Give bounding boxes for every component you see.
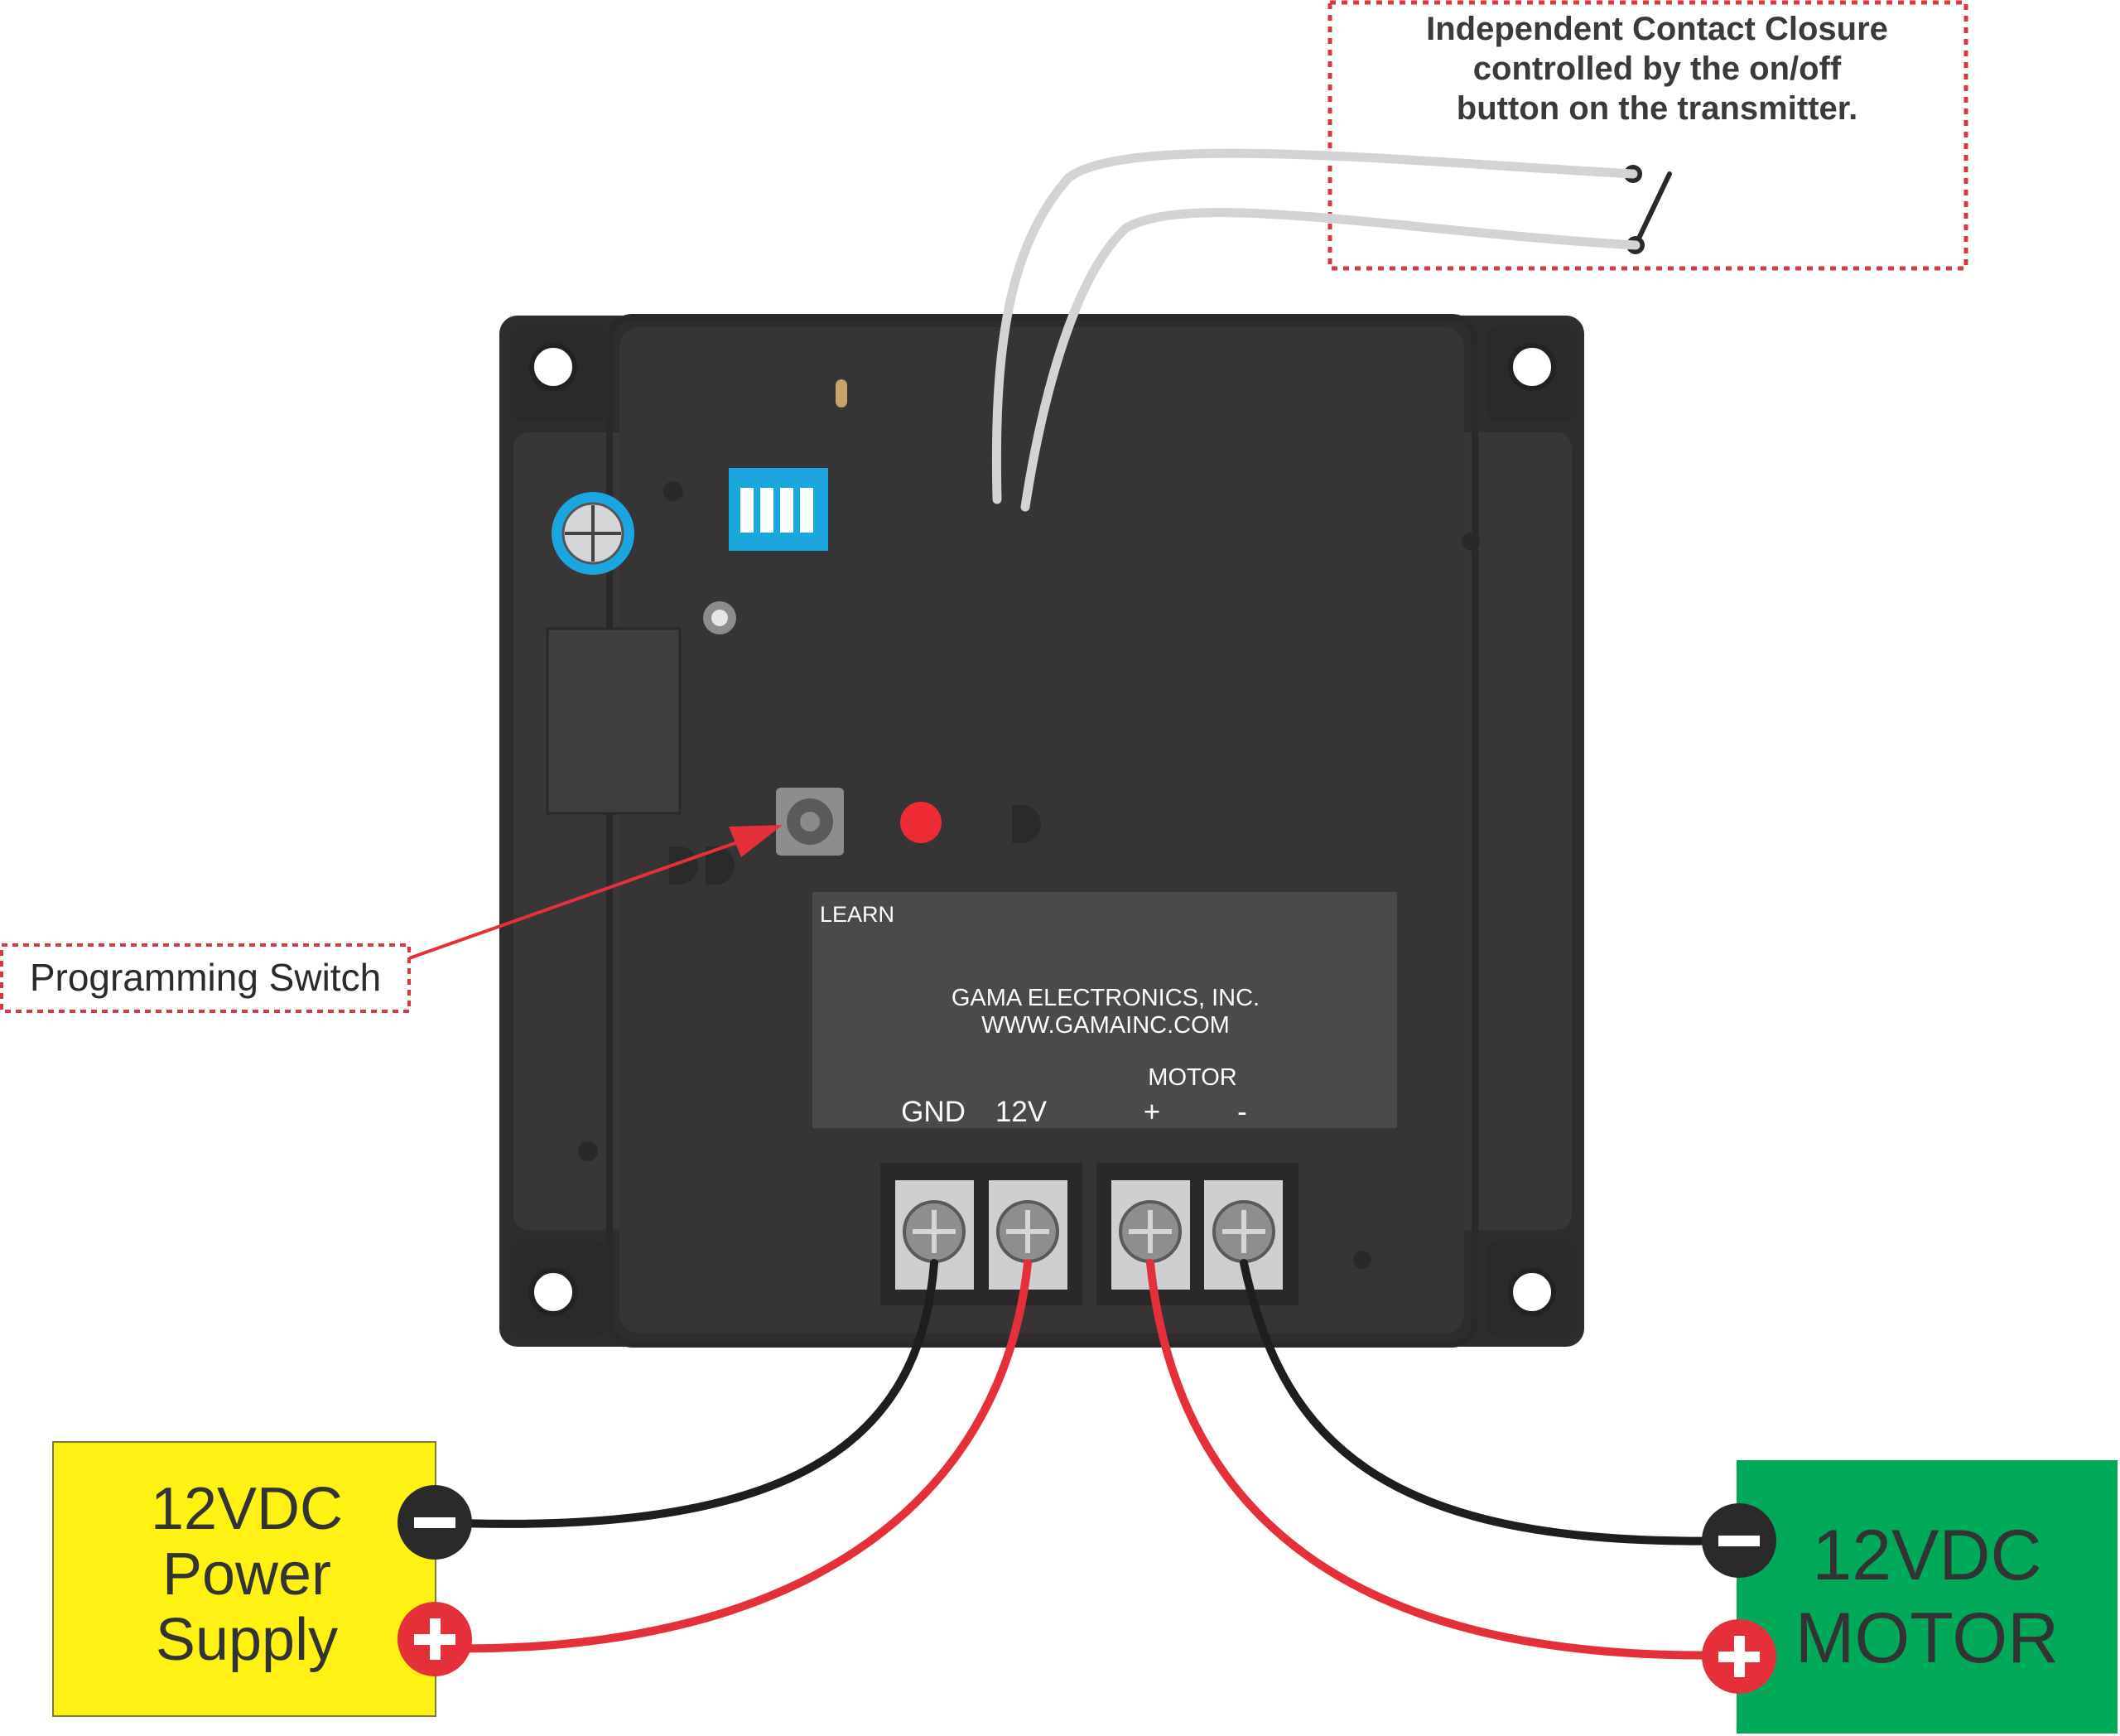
terminal-label-gnd: GND (901, 1096, 966, 1128)
mount-hole-bottom-left (529, 1268, 577, 1316)
motor-positive-terminal (1702, 1619, 1776, 1694)
d-component (1012, 805, 1041, 843)
terminal-label-motor-minus: - (1237, 1096, 1247, 1128)
contact-wire-bottom (1020, 208, 1641, 512)
dip-switch (729, 468, 828, 551)
motor-box: 12VDC MOTOR (1737, 1460, 2118, 1734)
contact-closure-callout: Independent Contact Closure controlled b… (1327, 0, 1968, 271)
switch-lever (1633, 171, 1672, 248)
programming-switch-pointer (408, 825, 783, 960)
contact-closure-line-2: controlled by the on/off (1473, 51, 1842, 87)
terminal-block-power (880, 1163, 1082, 1305)
programming-switch-label: Programming Switch (30, 956, 381, 999)
learn-label: LEARN (820, 902, 894, 927)
wire-12v-red (431, 1259, 1032, 1653)
maker-name: GAMA ELECTRONICS, INC. (952, 985, 1260, 1011)
wire-motor-plus-red (1146, 1259, 1743, 1660)
power-supply-box: 12VDC Power Supply (52, 1441, 436, 1717)
terminal-screw-motor-minus[interactable] (1212, 1200, 1275, 1263)
motor-line-1: 12VDC (1812, 1516, 2041, 1595)
programming-switch-callout (0, 943, 411, 1013)
power-supply-line-2: Power (162, 1541, 331, 1608)
via-dot (1353, 1251, 1371, 1269)
mount-hole-top-right (1508, 343, 1556, 391)
terminal-screw-12v[interactable] (996, 1200, 1059, 1263)
via-dot (578, 1141, 598, 1161)
receiver-board: LEARN GAMA ELECTRONICS, INC. WWW.GAMAINC… (499, 314, 1584, 1348)
wire-motor-minus-black (1240, 1259, 1743, 1546)
terminal-label-motor-plus: + (1144, 1096, 1160, 1128)
power-supply-line-3: Supply (156, 1607, 338, 1673)
relay-block (546, 627, 682, 815)
power-supply-positive-terminal (398, 1602, 472, 1676)
motor-label: MOTOR (1148, 1064, 1236, 1091)
terminal-label-12v: 12V (995, 1096, 1048, 1128)
d-component (669, 846, 698, 885)
power-supply-line-1: 12VDC (151, 1476, 343, 1542)
d-component (706, 846, 735, 885)
programming-switch-button[interactable] (776, 788, 844, 856)
wire-gnd-black (431, 1259, 938, 1528)
terminal-screw-gnd[interactable] (903, 1200, 966, 1263)
terminal-screw-motor-plus[interactable] (1119, 1200, 1182, 1263)
motor-negative-terminal (1702, 1503, 1776, 1578)
contact-closure-line-3: button on the transmitter. (1457, 90, 1857, 127)
via-dot (1462, 533, 1480, 551)
power-supply-negative-terminal (398, 1485, 472, 1560)
crystal-component (836, 379, 847, 407)
trimmer-potentiometer (552, 492, 634, 575)
via-dot (663, 481, 683, 501)
maker-website: WWW.GAMAINC.COM (981, 1012, 1230, 1039)
contact-closure-line-1: Independent Contact Closure (1426, 11, 1888, 47)
contact-wire-top (991, 148, 1638, 504)
status-led (900, 802, 942, 843)
mount-hole-bottom-right (1508, 1268, 1556, 1316)
label-plate (812, 892, 1397, 1128)
motor-line-2: MOTOR (1795, 1599, 2060, 1678)
mount-hole-top-left (529, 343, 577, 391)
